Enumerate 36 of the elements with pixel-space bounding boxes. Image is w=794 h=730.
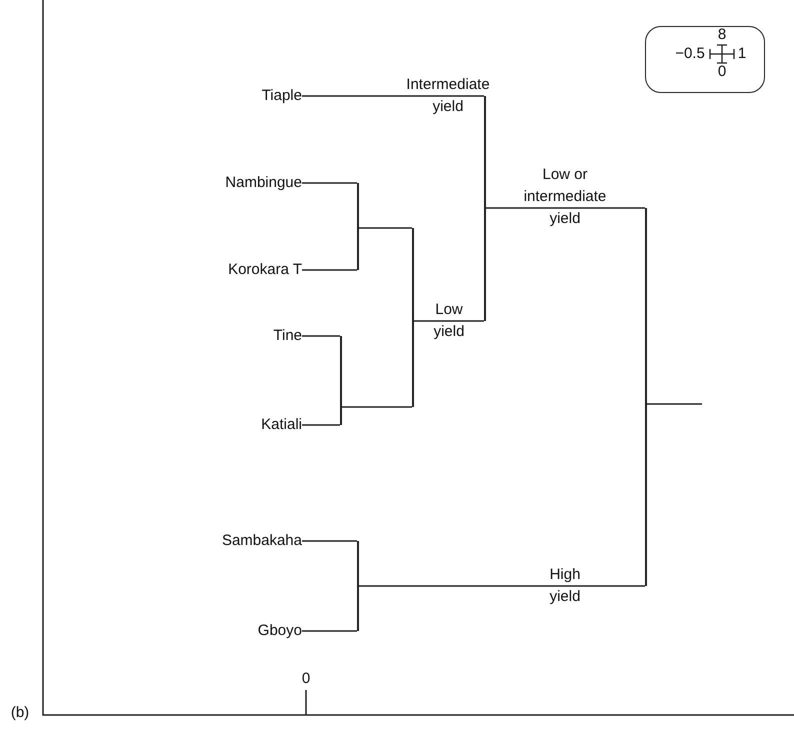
sample-name: Nambingue — [182, 174, 302, 192]
edge-label: High yield — [548, 565, 582, 607]
cluster-junction-line — [645, 208, 647, 586]
branch-line — [302, 630, 357, 632]
branch-line — [302, 540, 357, 542]
branch-line — [302, 335, 340, 337]
scale-value: 8 — [718, 26, 726, 44]
branch-line — [359, 227, 412, 229]
branch-line — [302, 182, 357, 184]
branch-line — [302, 424, 340, 426]
edge-label: Low or intermediate yield — [522, 165, 608, 229]
scale-value: −0.5 — [675, 45, 705, 63]
cluster-junction-line — [357, 541, 359, 631]
branch-line — [302, 269, 357, 271]
branch-line — [302, 95, 484, 97]
branch-line — [359, 585, 645, 587]
panel-label: (b) — [10, 704, 30, 722]
sample-name: Katiali — [182, 416, 302, 434]
cluster-junction-line — [484, 96, 486, 321]
sample-name: Sambakaha — [182, 532, 302, 550]
axis-tick-label: 0 — [302, 670, 310, 688]
branch-line — [342, 406, 412, 408]
sample-name: Tiaple — [182, 87, 302, 105]
branch-line — [414, 320, 484, 322]
sample-name: Tine — [182, 327, 302, 345]
edge-label: Low yield — [432, 300, 466, 342]
scale-value: 1 — [738, 45, 746, 63]
cluster-junction-line — [340, 336, 342, 425]
branch-line — [647, 403, 702, 405]
sample-name: Gboyo — [182, 622, 302, 640]
scale-value: 0 — [718, 63, 726, 81]
branch-line — [486, 207, 645, 209]
edge-label: Intermediate yield — [405, 75, 491, 117]
cluster-junction-line — [357, 183, 359, 270]
sample-name: Korokara T — [182, 261, 302, 279]
cluster-junction-line — [412, 228, 414, 407]
